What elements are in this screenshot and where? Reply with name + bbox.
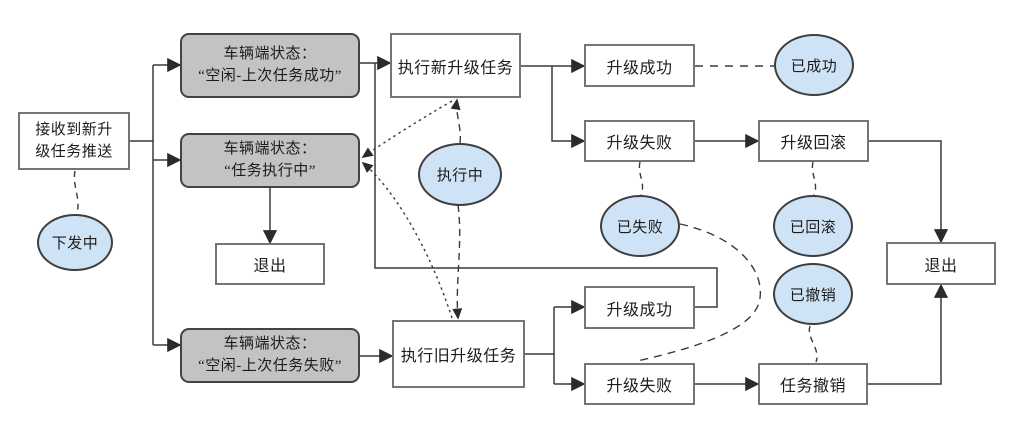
node-task-revoke: 任务撤销 — [758, 363, 868, 405]
node-exec-new-label: 执行新升级任务 — [397, 59, 514, 77]
node-exit-right-label: 退出 — [924, 257, 958, 275]
status-failed-label: 已失败 — [616, 219, 664, 236]
status-succeeded-label: 已成功 — [790, 58, 838, 75]
node-state-idle-fail: 车辆端状态： “空闲-上次任务失败” — [180, 328, 360, 383]
status-rolled-back: 已回滚 — [773, 195, 853, 257]
status-rolled-back-label: 已回滚 — [789, 219, 837, 236]
node-rollback: 升级回滚 — [758, 120, 869, 162]
node-state-idle-fail-line2: “空闲-上次任务失败” — [198, 357, 342, 374]
link-executing-to-exec-old — [452, 204, 463, 320]
status-revoked: 已撤销 — [773, 263, 853, 325]
link-revoked-to-task-revoke — [808, 325, 818, 363]
node-state-executing-line2: “任务执行中” — [224, 162, 316, 179]
status-revoked-label: 已撤销 — [789, 287, 837, 304]
status-distributing: 下发中 — [37, 214, 113, 271]
node-exec-new: 执行新升级任务 — [390, 33, 521, 98]
node-upgrade-fail-bottom: 升级失败 — [584, 363, 695, 405]
edge-receive-stem — [130, 65, 154, 345]
edge-rollback-to-exit-right — [869, 140, 949, 244]
node-upgrade-success-top-label: 升级成功 — [606, 59, 673, 77]
edge-task-revoke-to-exit-right — [868, 283, 949, 385]
node-exec-old: 执行旧升级任务 — [392, 320, 525, 388]
node-exit-right: 退出 — [886, 242, 996, 285]
link-executing-to-exec-new — [450, 98, 462, 144]
node-state-executing: 车辆端状态： “任务执行中” — [180, 133, 360, 188]
node-upgrade-success-bottom-label: 升级成功 — [606, 301, 673, 319]
node-state-idle-success-line2: “空闲-上次任务成功” — [198, 67, 342, 84]
edge-success-bottom-feedback — [374, 63, 718, 308]
status-distributing-label: 下发中 — [51, 236, 99, 252]
link-rollback-to-rolled-back — [811, 161, 817, 196]
status-failed: 已失败 — [600, 195, 680, 257]
link-receive-to-distributing — [73, 170, 79, 214]
link-fail-top-to-failed — [638, 161, 644, 196]
node-exec-old-label: 执行旧升级任务 — [400, 348, 517, 365]
node-rollback-label: 升级回滚 — [780, 135, 847, 152]
edge-exec-new-to-fail-top — [551, 66, 586, 149]
link-exec-new-to-state-executing — [361, 100, 453, 158]
node-state-executing-line1: 车辆端状态： — [223, 140, 317, 157]
status-succeeded: 已成功 — [774, 34, 854, 96]
node-receive-push: 接收到新升 级任务推送 — [18, 112, 130, 170]
node-upgrade-success-top: 升级成功 — [584, 44, 695, 87]
node-task-revoke-label: 任务撤销 — [779, 378, 846, 395]
node-state-idle-fail-line1: 车辆端状态： — [223, 335, 317, 352]
node-state-idle-success-line1: 车辆端状态： — [223, 45, 317, 62]
node-receive-push-label: 接收到新升 级任务推送 — [35, 121, 113, 161]
node-state-idle-success: 车辆端状态： “空闲-上次任务成功” — [180, 33, 360, 98]
link-failed-to-fail-bottom — [636, 223, 762, 362]
link-exec-old-to-state-executing — [361, 161, 453, 319]
node-upgrade-success-bottom: 升级成功 — [584, 286, 695, 329]
status-executing: 执行中 — [418, 143, 502, 206]
node-upgrade-fail-bottom-label: 升级失败 — [606, 378, 673, 395]
node-upgrade-fail-top: 升级失败 — [584, 120, 695, 162]
node-upgrade-fail-top-label: 升级失败 — [606, 135, 673, 152]
edge-exec-old-stem — [525, 307, 555, 384]
node-exit-mid: 退出 — [215, 243, 325, 285]
node-exit-mid-label: 退出 — [253, 258, 287, 275]
status-executing-label: 执行中 — [436, 168, 484, 184]
